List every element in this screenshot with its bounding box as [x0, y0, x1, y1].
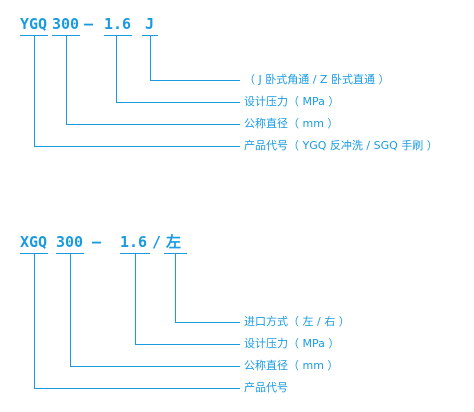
- d2-label-product: 产品代号: [244, 381, 288, 394]
- d1-label-product: 产品代号（ YGQ 反冲洗 / SGQ 手刷 ）: [244, 139, 438, 152]
- d1-code-dash: —: [84, 15, 94, 33]
- d2-code-dash: —: [92, 233, 102, 251]
- d2-code-product: XGQ: [20, 233, 48, 251]
- d2-code-inlet: 左: [166, 233, 182, 251]
- d1-code-pressure: 1.6: [104, 15, 132, 33]
- d1-label-type: （ J 卧式角通 / Z 卧式直通 ）: [244, 73, 390, 86]
- d1-label-diameter: 公称直径（ mm ）: [244, 117, 339, 130]
- d1-code-diameter: 300: [52, 15, 80, 33]
- d2-label-pressure: 设计压力（ MPa ）: [244, 337, 340, 350]
- d2-connector-pressure: [135, 253, 240, 345]
- d2-code-slash: /: [152, 233, 162, 251]
- d1-code-type: J: [145, 15, 155, 33]
- d2-label-inlet: 进口方式（ 左 / 右 ）: [244, 315, 350, 328]
- d1-label-pressure: 设计压力（ MPa ）: [244, 95, 340, 108]
- d2-connector-inlet: [175, 253, 240, 323]
- d2-connector-diameter: [70, 253, 240, 367]
- d1-connector-type: [150, 35, 240, 81]
- d1-connector-pressure: [116, 35, 240, 103]
- d2-code-diameter: 300: [56, 233, 84, 251]
- d1-code-product: YGQ: [20, 15, 48, 33]
- d1-connector-product: [34, 35, 240, 147]
- d2-connector-product: [34, 253, 240, 389]
- d2-code-pressure: 1.6: [120, 233, 148, 251]
- d1-connector-diameter: [66, 35, 240, 125]
- d2-label-diameter: 公称直径（ mm ）: [244, 359, 339, 372]
